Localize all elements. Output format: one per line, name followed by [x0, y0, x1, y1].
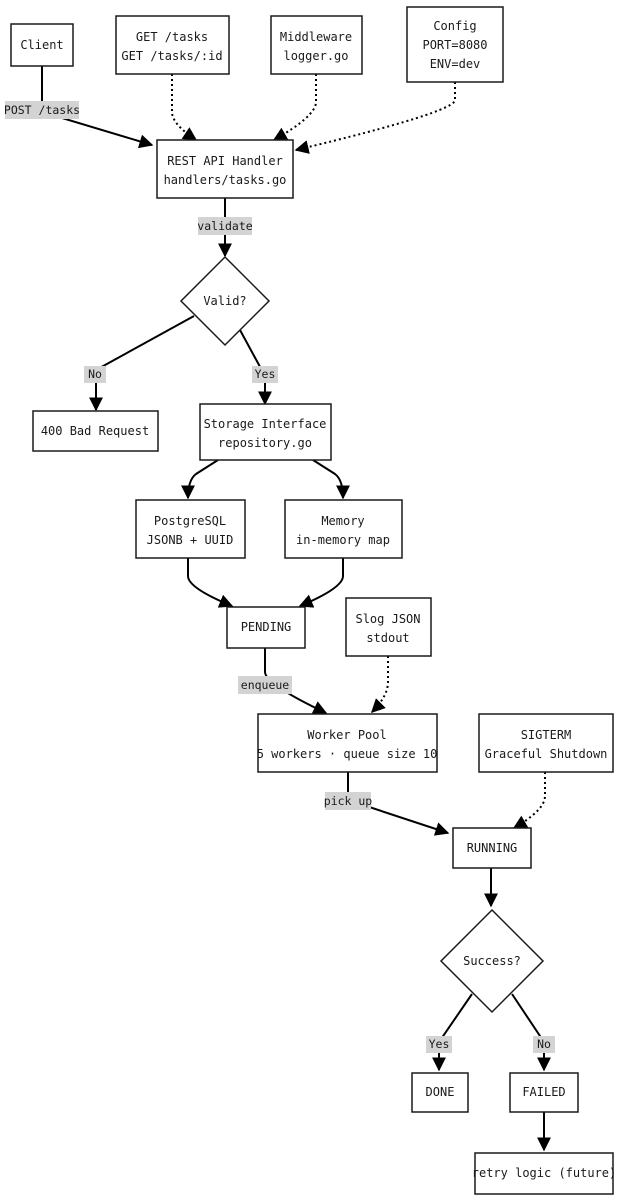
node-storage-interface: Storage Interface repository.go [199, 403, 332, 461]
node-running: RUNNING [452, 827, 532, 869]
svg-text:Yes: Yes [255, 367, 276, 381]
svg-text:PostgreSQL: PostgreSQL [154, 514, 226, 528]
node-sigterm: SIGTERM Graceful Shutdown [478, 713, 614, 773]
edge-slog-to-worker-pool [371, 656, 389, 713]
svg-text:enqueue: enqueue [241, 678, 290, 692]
edge-sigterm-to-running [512, 772, 546, 829]
edge-valid-to-bad-request [89, 315, 195, 412]
node-memory: Memory in-memory map [284, 499, 403, 559]
svg-text:5 workers · queue size 10: 5 workers · queue size 10 [257, 747, 438, 761]
edge-memory-to-pending [298, 558, 344, 608]
edge-label-enqueue: enqueue [238, 676, 292, 694]
edge-config-to-handler [294, 82, 456, 154]
edge-storage-to-memory [312, 459, 350, 500]
svg-text:Worker Pool: Worker Pool [307, 728, 386, 742]
edge-label-no: No [84, 366, 106, 383]
svg-text:RUNNING: RUNNING [467, 841, 518, 855]
svg-text:Memory: Memory [321, 514, 364, 528]
edge-storage-to-postgres [181, 459, 219, 500]
edge-label-yes: Yes [252, 366, 278, 383]
svg-text:Success?: Success? [463, 954, 521, 968]
svg-text:Client: Client [20, 38, 63, 52]
node-valid-decision: Valid? [179, 255, 271, 347]
svg-text:DONE: DONE [426, 1085, 455, 1099]
svg-text:Storage Interface: Storage Interface [204, 417, 327, 431]
svg-text:GET /tasks/:id: GET /tasks/:id [121, 49, 222, 63]
svg-text:JSONB + UUID: JSONB + UUID [147, 533, 234, 547]
node-postgresql: PostgreSQL JSONB + UUID [135, 499, 246, 559]
svg-text:retry logic (future): retry logic (future) [472, 1166, 617, 1180]
svg-text:Valid?: Valid? [203, 294, 246, 308]
svg-text:ENV=dev: ENV=dev [430, 57, 481, 71]
svg-text:POST /tasks: POST /tasks [4, 103, 80, 117]
node-slog-json: Slog JSON stdout [345, 597, 432, 657]
node-rest-api-handler: REST API Handler handlers/tasks.go [156, 139, 294, 199]
svg-text:Yes: Yes [429, 1037, 450, 1051]
svg-text:SIGTERM: SIGTERM [521, 728, 572, 742]
node-middleware: Middleware logger.go [270, 15, 363, 75]
svg-text:in-memory map: in-memory map [296, 533, 390, 547]
edge-label-success-yes: Yes [426, 1036, 452, 1053]
svg-text:Graceful Shutdown: Graceful Shutdown [485, 747, 608, 761]
node-get-tasks: GET /tasks GET /tasks/:id [115, 15, 230, 75]
svg-text:handlers/tasks.go: handlers/tasks.go [164, 173, 287, 187]
svg-text:No: No [88, 367, 102, 381]
node-pending: PENDING [226, 606, 306, 649]
edge-label-pick-up: pick up [324, 792, 373, 810]
svg-text:PORT=8080: PORT=8080 [422, 38, 487, 52]
node-success-decision: Success? [439, 908, 545, 1014]
edge-labels: POST /tasks validate No Yes enqueue pick… [4, 101, 555, 1053]
svg-text:pick up: pick up [324, 794, 373, 808]
node-retry-logic: retry logic (future) [472, 1152, 617, 1195]
edge-get-tasks-to-handler [171, 74, 198, 141]
svg-text:400 Bad Request: 400 Bad Request [41, 424, 149, 438]
node-client: Client [10, 23, 74, 67]
node-bad-request: 400 Bad Request [32, 410, 159, 452]
edge-postgres-to-pending [187, 558, 234, 608]
node-done: DONE [411, 1072, 469, 1113]
edge-label-post-tasks: POST /tasks [4, 101, 80, 119]
svg-text:repository.go: repository.go [218, 436, 312, 450]
edge-label-validate: validate [197, 217, 253, 235]
node-config: Config PORT=8080 ENV=dev [406, 6, 504, 83]
edge-middleware-to-handler [272, 74, 317, 141]
svg-text:Slog JSON: Slog JSON [355, 612, 420, 626]
svg-text:GET /tasks: GET /tasks [136, 30, 208, 44]
edge-success-to-done [432, 993, 473, 1072]
svg-text:validate: validate [197, 219, 252, 233]
node-failed: FAILED [509, 1072, 579, 1113]
edge-success-to-failed [511, 993, 551, 1072]
edge-label-success-no: No [533, 1036, 555, 1053]
nodes: Client GET /tasks GET /tasks/:id Middlew… [10, 6, 617, 1195]
svg-text:REST API Handler: REST API Handler [167, 154, 283, 168]
svg-text:Middleware: Middleware [280, 30, 352, 44]
svg-text:Config: Config [433, 19, 476, 33]
svg-text:PENDING: PENDING [241, 620, 292, 634]
svg-text:FAILED: FAILED [522, 1085, 565, 1099]
svg-text:logger.go: logger.go [283, 49, 348, 63]
svg-text:No: No [537, 1037, 551, 1051]
svg-text:stdout: stdout [366, 631, 409, 645]
node-worker-pool: Worker Pool 5 workers · queue size 10 [257, 713, 438, 773]
